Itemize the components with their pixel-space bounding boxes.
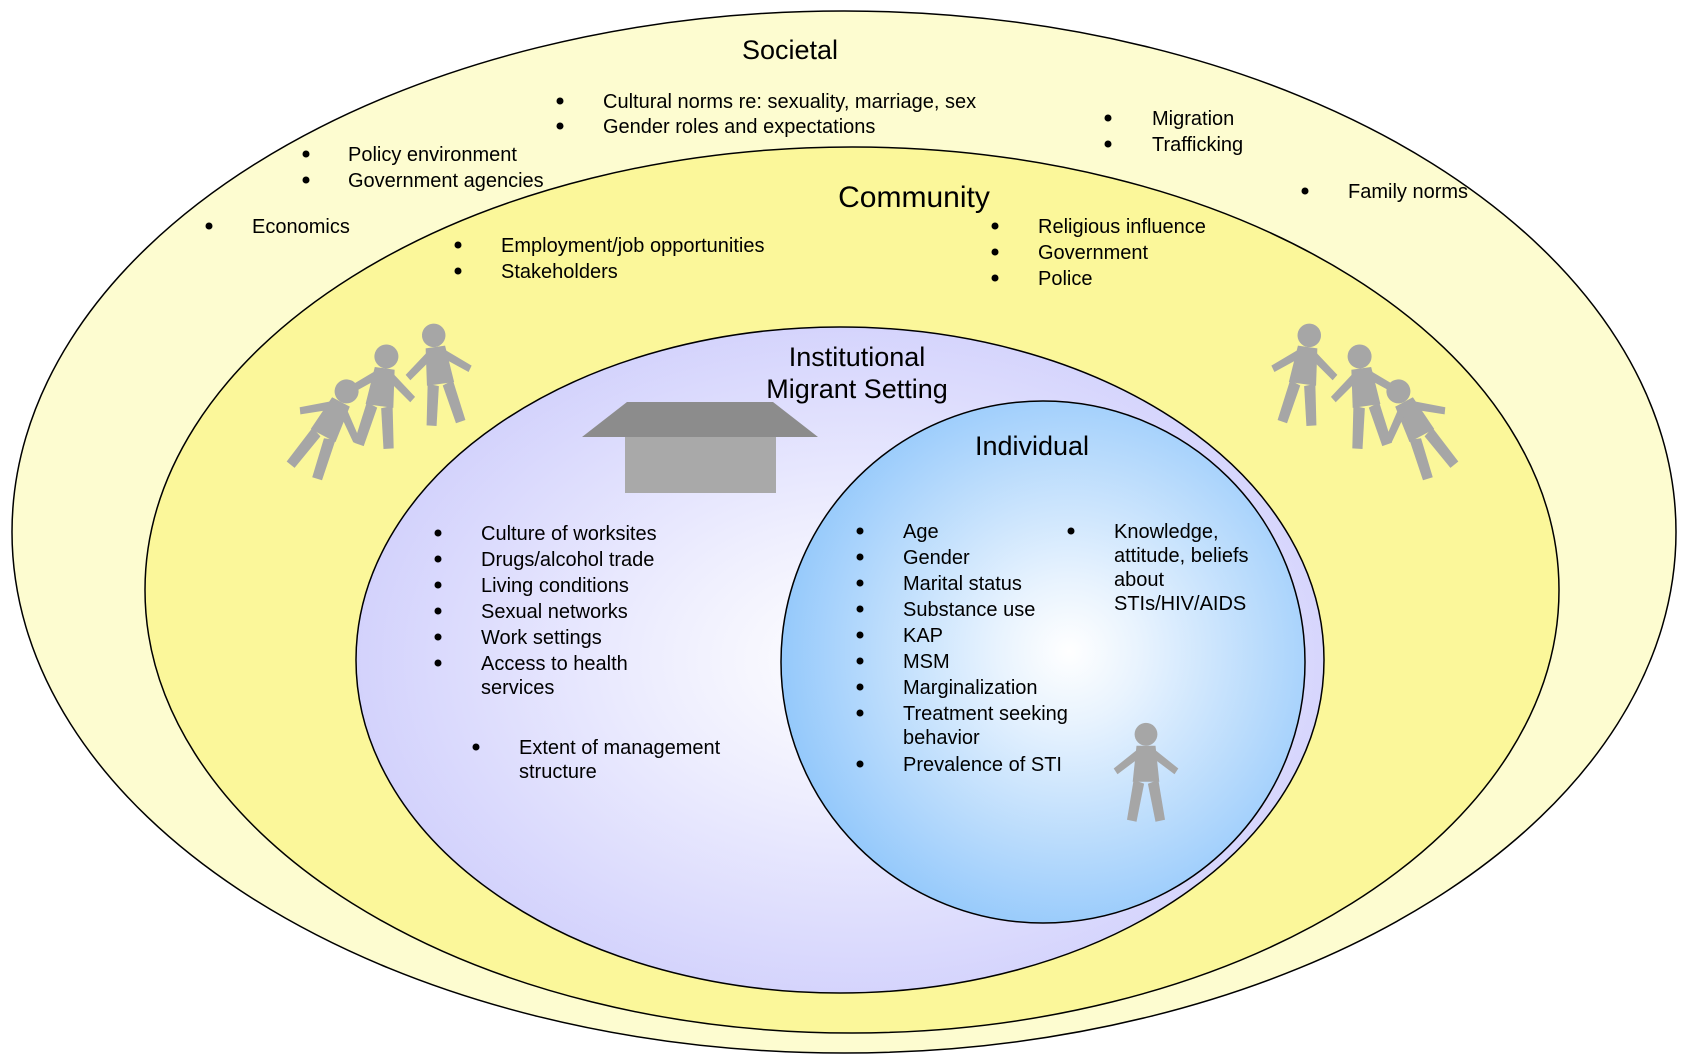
societal-list-migration: Migration Trafficking [1104,108,1243,156]
list-item: Family norms [1348,181,1468,203]
list-item: Age [903,521,939,543]
bullet [856,760,864,768]
list-item: Substance use [903,599,1035,621]
bullet [454,267,462,275]
societal-list-economics: Economics [205,216,350,238]
bullet [1301,187,1309,195]
list-item: Marginalization [903,677,1038,699]
institutional-title-line2: Migrant Setting [766,374,948,404]
bullet [556,97,564,105]
bullet [205,222,213,230]
list-item: Migration [1152,108,1234,130]
list-item: Knowledge, [1114,521,1219,543]
bullet [856,683,864,691]
individual-list-knowledge: Knowledge, attitude, beliefs about STIs/… [1067,521,1249,615]
list-item: Economics [252,216,350,238]
bullet [434,581,442,589]
bullet [302,150,310,158]
list-item: Marital status [903,573,1022,595]
list-item: Drugs/alcohol trade [481,549,654,571]
house-icon [582,402,818,493]
list-item: Prevalence of STI [903,754,1062,776]
list-item-continuation: services [481,677,554,699]
list-item: MSM [903,651,950,673]
bullet [856,605,864,613]
list-item: Employment/job opportunities [501,235,764,257]
list-item: Police [1038,268,1092,290]
bullet [856,631,864,639]
bullet [991,274,999,282]
individual-ellipse [780,400,1306,924]
bullet [434,607,442,615]
bullet [434,659,442,667]
institutional-title-line1: Institutional [789,342,926,372]
community-list-employment: Employment/job opportunities Stakeholder… [454,235,764,283]
societal-title: Societal [742,35,838,65]
bullet [1104,114,1112,122]
list-item: Government agencies [348,170,544,192]
societal-list-family: Family norms [1301,181,1468,203]
list-item: Access to health [481,653,628,675]
bullet [856,657,864,665]
bullet [454,241,462,249]
list-item: KAP [903,625,943,647]
community-title: Community [838,181,990,214]
bullet [556,122,564,130]
list-item: Stakeholders [501,261,618,283]
bullet [472,743,480,751]
institutional-list: Culture of worksites Drugs/alcohol trade… [434,523,657,699]
list-item-continuation: attitude, beliefs [1114,545,1249,567]
list-item: Gender roles and expectations [603,116,875,138]
societal-list-cultural: Cultural norms re: sexuality, marriage, … [556,91,976,138]
list-item: Government [1038,242,1148,264]
list-item-continuation: about [1114,569,1164,591]
list-item: Work settings [481,627,602,649]
list-item: Trafficking [1152,134,1243,156]
societal-list-policy: Policy environment Government agencies [302,144,544,192]
institutional-list-management: Extent of management structure [472,737,721,783]
community-list-religious: Religious influence Government Police [991,216,1206,290]
individual-list: Age Gender Marital status Substance use … [856,521,1068,776]
list-item: Culture of worksites [481,523,657,545]
bullet [856,553,864,561]
list-item: Religious influence [1038,216,1206,238]
bullet [1104,140,1112,148]
bullet [856,579,864,587]
list-item: Extent of management [519,737,721,759]
bullet [302,176,310,184]
list-item-continuation: STIs/HIV/AIDS [1114,593,1246,615]
bullet [1067,527,1075,535]
bullet [434,529,442,537]
list-item: Treatment seeking [903,703,1068,725]
individual-title: Individual [975,431,1089,461]
list-item-continuation: structure [519,761,597,783]
list-item: Gender [903,547,970,569]
list-item-continuation: behavior [903,727,980,749]
bullet [856,709,864,717]
bullet [434,555,442,563]
list-item: Sexual networks [481,601,628,623]
list-item: Cultural norms re: sexuality, marriage, … [603,91,976,113]
list-item: Living conditions [481,575,629,597]
bullet [991,222,999,230]
bullet [434,633,442,641]
bullet [856,527,864,535]
bullet [991,248,999,256]
list-item: Policy environment [348,144,517,166]
